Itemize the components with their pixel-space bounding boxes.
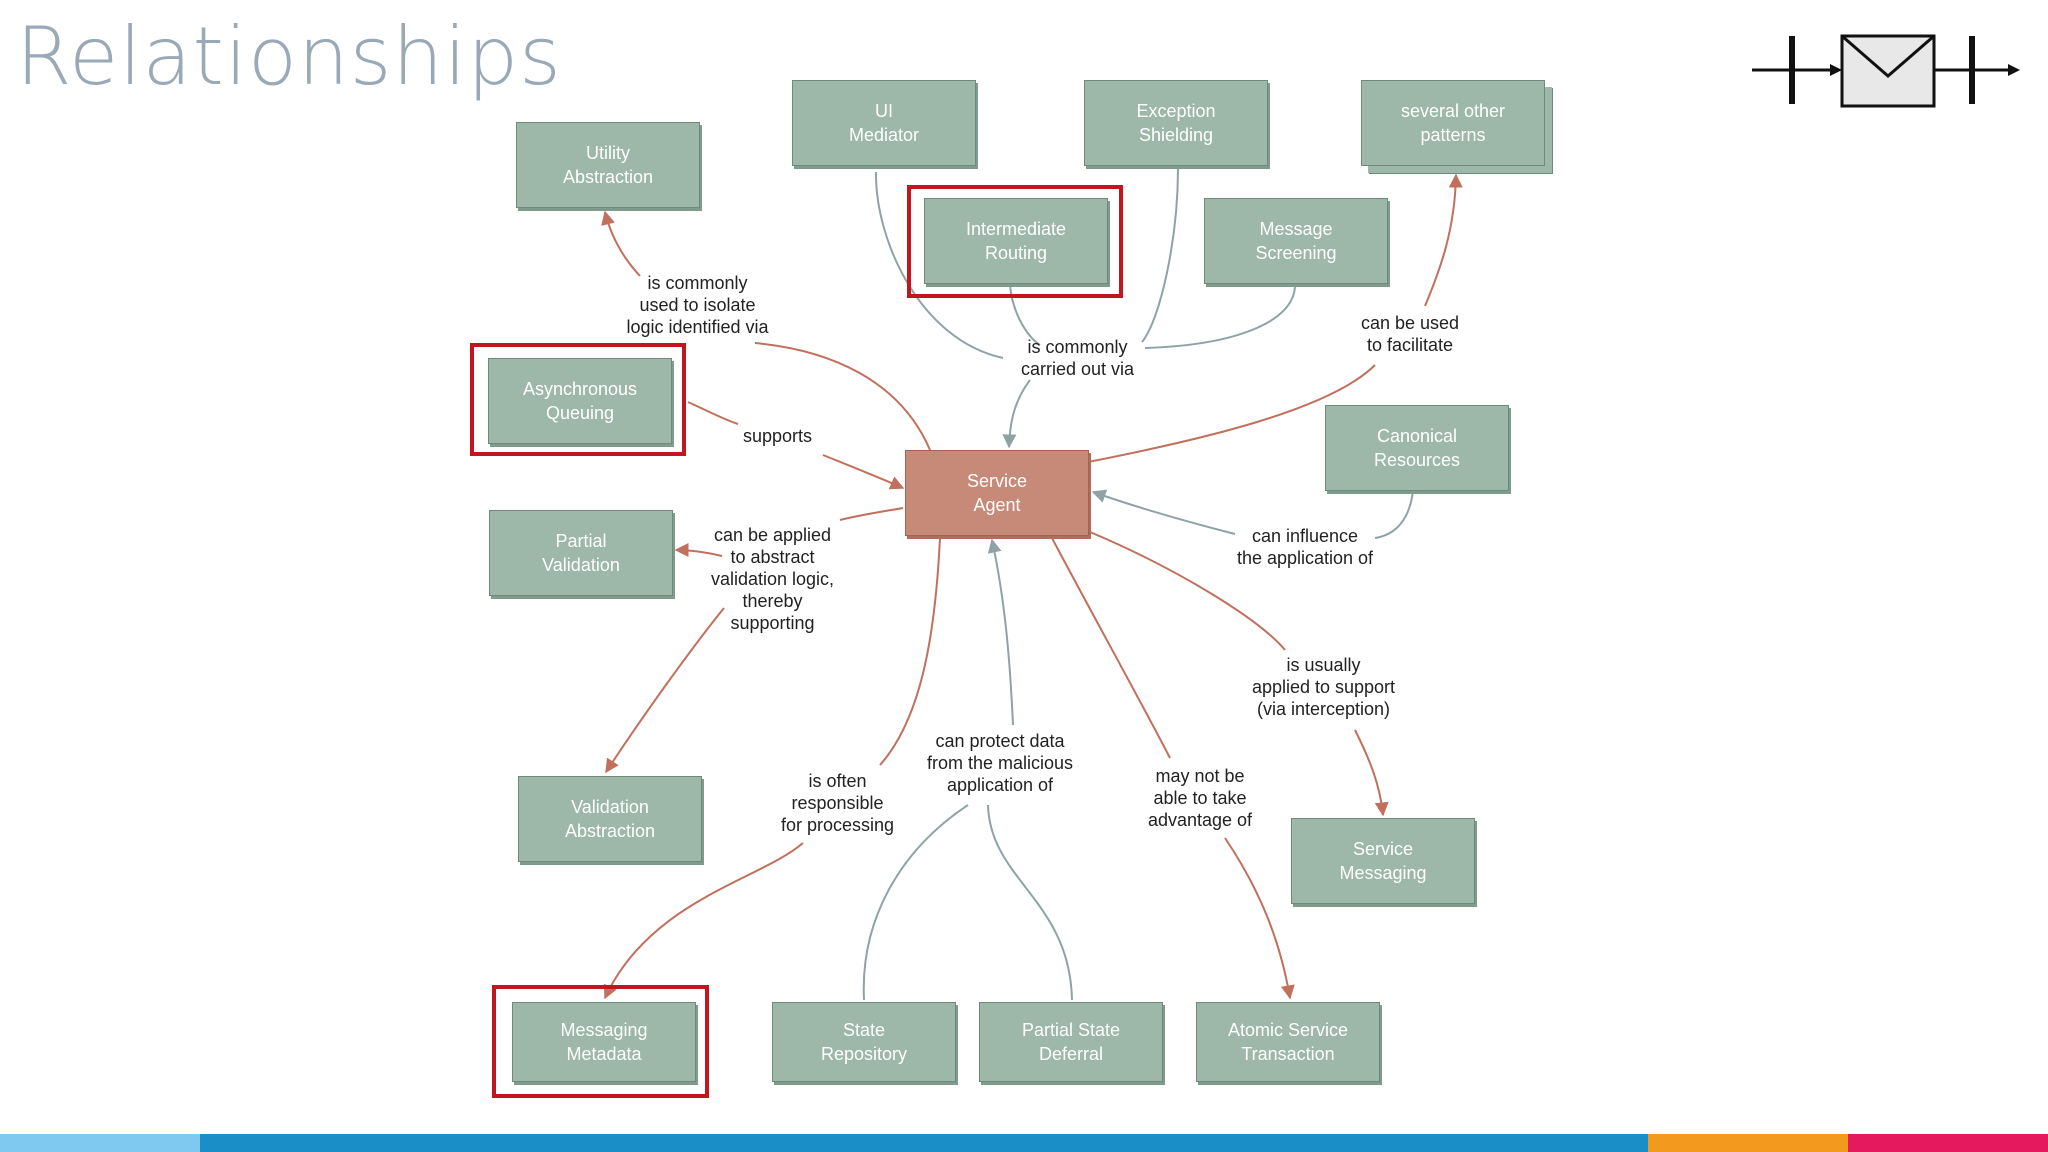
node-service-messaging: Service Messaging (1291, 818, 1475, 904)
footer-bar-orange (1648, 1134, 1848, 1152)
label-supports: supports (742, 426, 813, 446)
node-atomic-service-transaction: Atomic Service Transaction (1196, 1002, 1380, 1082)
node-several-other-patterns: several other patterns (1361, 80, 1545, 166)
label-can-facilitate: can be used to facilitate (1360, 313, 1460, 355)
highlight-messaging-metadata (492, 985, 709, 1098)
node-service-agent: Service Agent (905, 450, 1089, 536)
label-protect-data: can protect data from the malicious appl… (926, 731, 1074, 795)
highlight-intermediate-routing (907, 185, 1123, 298)
envelope-message-icon (1752, 34, 2020, 108)
label-commonly-isolate: is commonly used to isolate logic identi… (626, 273, 769, 337)
node-validation-abstraction: Validation Abstraction (518, 776, 702, 862)
label-commonly-carried: is commonly carried out via (1020, 337, 1135, 379)
label-applied-abstract: can be applied to abstract validation lo… (710, 525, 835, 633)
label-often-responsible: is often responsible for processing (780, 771, 895, 835)
node-canonical-resources: Canonical Resources (1325, 405, 1509, 491)
footer-bar-pink (1848, 1134, 2048, 1152)
label-can-influence: can influence the application of (1236, 526, 1374, 568)
node-intermediate-routing: Intermediate Routing (924, 198, 1108, 284)
node-utility-abstraction: Utility Abstraction (516, 122, 700, 208)
footer-bar-blue (200, 1134, 1648, 1152)
node-ui-mediator: UI Mediator (792, 80, 976, 166)
label-usually-applied: is usually applied to support (via inter… (1251, 655, 1396, 719)
label-may-not: may not be able to take advantage of (1147, 766, 1253, 830)
node-message-screening: Message Screening (1204, 198, 1388, 284)
footer-bar-light-blue (0, 1134, 200, 1152)
node-partial-validation: Partial Validation (489, 510, 673, 596)
highlight-asynchronous-queuing (470, 343, 686, 456)
node-exception-shielding: Exception Shielding (1084, 80, 1268, 166)
page-title: Relationships (16, 10, 562, 103)
node-asynchronous-queuing: Asynchronous Queuing (488, 358, 672, 444)
node-partial-state-deferral: Partial State Deferral (979, 1002, 1163, 1082)
node-messaging-metadata: Messaging Metadata (512, 1002, 696, 1082)
node-state-repository: State Repository (772, 1002, 956, 1082)
